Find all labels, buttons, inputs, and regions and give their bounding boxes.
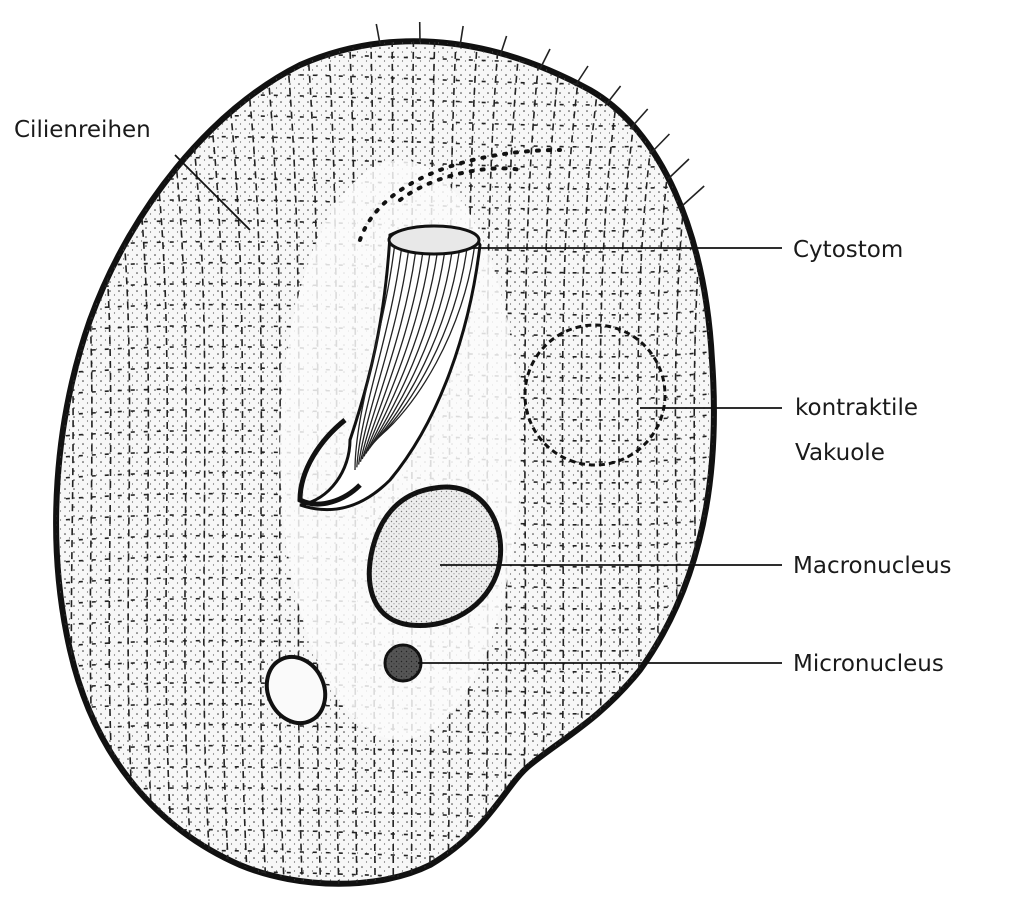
label-macronucleus: Macronucleus [793, 553, 952, 579]
label-vakuole: Vakuole [795, 440, 885, 466]
cilium [682, 186, 704, 206]
cytostom-opening [389, 226, 479, 254]
label-micronucleus: Micronucleus [793, 651, 944, 677]
micronucleus [385, 645, 421, 681]
cilium [630, 109, 648, 129]
cilium [668, 159, 689, 179]
label-kontraktile: kontraktile [795, 395, 918, 421]
cilium [650, 134, 669, 154]
label-cilienreihen: Cilienreihen [14, 117, 151, 143]
label-cytostom: Cytostom [793, 237, 903, 263]
